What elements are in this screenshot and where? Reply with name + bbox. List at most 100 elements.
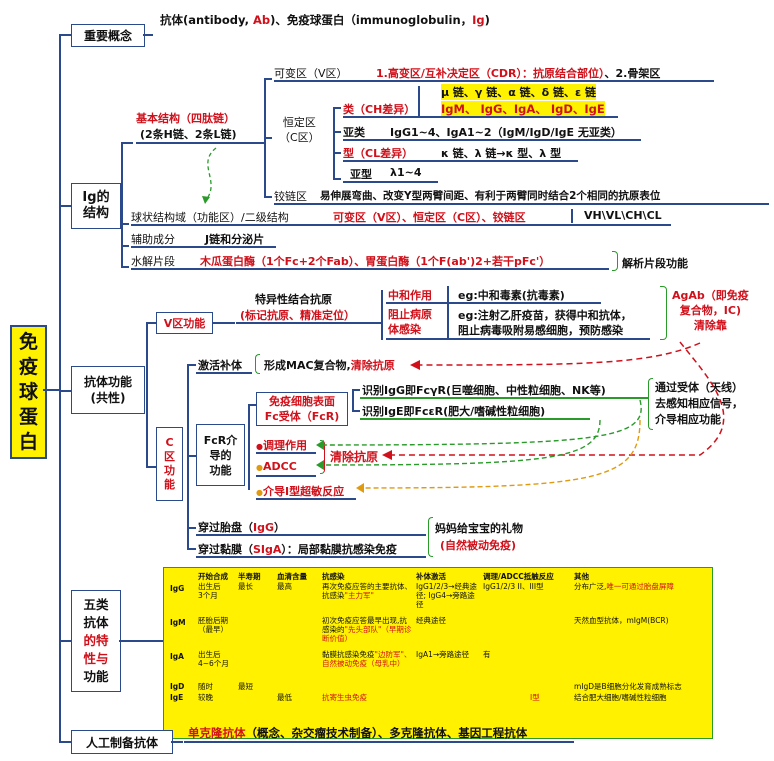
specific-underline	[236, 322, 381, 324]
hydro-detail: 木瓜蛋白酶（1个Fc+2个Fab）、胃蛋白酶（1个F(ab')2+若干pFc'）	[200, 253, 550, 269]
to-class	[333, 107, 341, 109]
variable-detail: 1.高变区/互补决定区（CDR）：抗原结合部位）、2.骨架区	[376, 65, 660, 81]
concept-text-c: )	[484, 13, 490, 27]
v-function-box: V区功能	[156, 312, 213, 334]
hydro-tail: 解析片段功能	[622, 257, 688, 270]
table-cell: 再次免疫应答的主要抗体、抗感染"主力军"	[322, 582, 412, 600]
table-row-name: IgD	[170, 682, 185, 691]
artificial-box: 人工制备抗体	[71, 730, 173, 754]
table-cell: IgG1/2/3→经典途径; IgG4→旁路途径	[416, 582, 477, 609]
hinge-label: 铰链区	[274, 190, 307, 203]
type-detail: κ 链、λ 链→κ 型、λ 型	[441, 147, 562, 160]
table-cell-b: "主力军"	[344, 591, 374, 600]
five-line: 五类	[83, 597, 109, 612]
adcc-underline	[256, 475, 316, 477]
table-cell: 天然血型抗体，mIgM(BCR)	[574, 616, 669, 625]
specific-vertical	[381, 290, 383, 340]
structure-dashed-arrow	[202, 147, 217, 204]
table-header: 半寿期	[238, 572, 261, 581]
basic-underline	[136, 142, 264, 144]
v-function-label: V区功能	[163, 317, 206, 330]
concept-text-ig: Ig	[472, 13, 485, 27]
hinge-detail: 易伸展弯曲、改变Y型两臂间距、有利于两臂同时结合2个相同的抗原表位	[320, 190, 661, 202]
artificial-text-b: （概念、杂交瘤技术制备）、多克隆抗体、基因工程抗体	[245, 726, 528, 740]
fcgr-underline	[360, 397, 648, 399]
ig-structure-box: Ig的 结构	[71, 183, 121, 229]
table-cell: 抗寄生虫免疫	[322, 693, 367, 702]
complement-label: 激活补体	[198, 359, 242, 372]
neutralize-label: 中和作用	[388, 289, 432, 302]
receptor-vertical	[352, 389, 354, 411]
block-detail-b: 阻止病毒吸附易感细胞，预防感染	[458, 324, 623, 337]
fc-receptor-label: 免疫细胞表面 Fc受体（FcR)	[264, 395, 340, 423]
mom-gift-b: (自然被动免疫)	[440, 539, 517, 552]
block-label: 阻止病原 体感染	[388, 308, 432, 336]
subtype-detail: λ1~4	[390, 166, 422, 179]
title-char: 免	[18, 330, 38, 353]
concept-text-ab: Ab	[252, 13, 271, 27]
antibody-function-label: 抗体功能 (共性)	[83, 375, 132, 405]
subclass-detail: IgG1~4、IgA1~2（IgM/IgD/IgE 无亚类）	[390, 126, 622, 139]
subclass-label: 亚类	[343, 126, 365, 139]
table-header: 抗感染	[322, 572, 345, 581]
adcc-bullet-icon: ●	[256, 463, 263, 472]
title-char: 白	[18, 430, 38, 453]
table-cell: 有	[483, 650, 491, 659]
five-line: 功能	[83, 669, 109, 684]
fcer-underline	[360, 418, 590, 420]
complement-underline	[196, 372, 252, 374]
variable-detail-b: 、2.骨架区	[604, 67, 661, 80]
table-row-name: IgA	[170, 652, 184, 661]
mucosa-text: 穿过黏膜（SIgA）：局部黏膜抗感染免疫	[198, 541, 397, 557]
placenta-text: 穿过胎盘（IgG）	[198, 519, 285, 535]
table-header: 补体激活	[416, 572, 446, 581]
branch-concept	[59, 34, 71, 36]
trunk-line	[43, 389, 60, 391]
artificial-text: 单克隆抗体（概念、杂交瘤技术制备）、多克隆抗体、基因工程抗体	[188, 725, 527, 741]
hypersens-underline	[256, 498, 356, 500]
table-header: 调理/ADCC抵触反应	[483, 572, 554, 581]
fc-receptor-box: 免疫细胞表面 Fc受体（FcR)	[256, 392, 348, 426]
neutralize-underline	[386, 302, 601, 304]
clear-brace	[320, 440, 325, 474]
table-header: 其他	[574, 572, 589, 581]
table-row-name: IgG	[170, 584, 185, 593]
artificial-connector	[171, 741, 183, 743]
five-line: 的特	[83, 633, 109, 648]
domain-vsep	[571, 209, 573, 223]
fcr-vertical	[248, 404, 250, 490]
table-cell: 出生后 3个月	[198, 582, 221, 600]
block-underline	[386, 338, 650, 340]
fcr-mediated-label: FcR介 导的 功能	[203, 433, 238, 477]
placenta-text-b: IgG	[253, 521, 274, 534]
title-char: 疫	[18, 355, 38, 378]
class-types: IgM、 IgG、IgA、 IgD、IgE	[441, 101, 605, 117]
complement-detail: 形成MAC复合物,清除抗原	[264, 357, 395, 373]
c-function-label: C 区 功 能	[164, 436, 175, 491]
red-dashed-arrows	[382, 341, 725, 460]
mom-gift-a: 妈妈给宝宝的礼物	[435, 522, 523, 535]
table-cell: mIgD是B细胞分化发育成熟标志	[574, 682, 682, 691]
concept-text: 抗体(antibody, Ab)、免疫球蛋白（immunoglobulin，Ig…	[160, 12, 490, 28]
subclass-underline	[343, 139, 641, 141]
placenta-text-a: 穿过胎盘（	[198, 521, 253, 534]
c-to-complement	[187, 364, 196, 366]
to-subtype	[333, 178, 341, 180]
fcr-to-receptor	[248, 404, 256, 406]
table-row-name: IgE	[170, 693, 184, 702]
mucosa-text-a: 穿过黏膜（	[198, 543, 253, 556]
structure-vertical	[121, 142, 123, 266]
specific-binding-a: 特异性结合抗原	[255, 293, 332, 306]
table-cell: 胚胎后期 （最早）	[198, 616, 228, 634]
receptor-brace	[648, 378, 653, 430]
hydro-detail-b: 、胃蛋白酶（1个F(ab')2+若干pFc'）	[354, 255, 551, 268]
class-label: 类（CH差异）	[343, 103, 416, 116]
main-title: 免 疫 球 蛋 白	[10, 325, 47, 459]
title-char: 球	[18, 380, 38, 403]
table-cell: 经典途径	[416, 616, 446, 625]
v-connector	[213, 322, 235, 324]
adcc-text: ADCC	[262, 460, 297, 473]
subtype-underline	[343, 181, 438, 183]
hypersens-text: 介导I型超敏反应	[262, 485, 345, 498]
hydro-underline	[131, 268, 609, 270]
